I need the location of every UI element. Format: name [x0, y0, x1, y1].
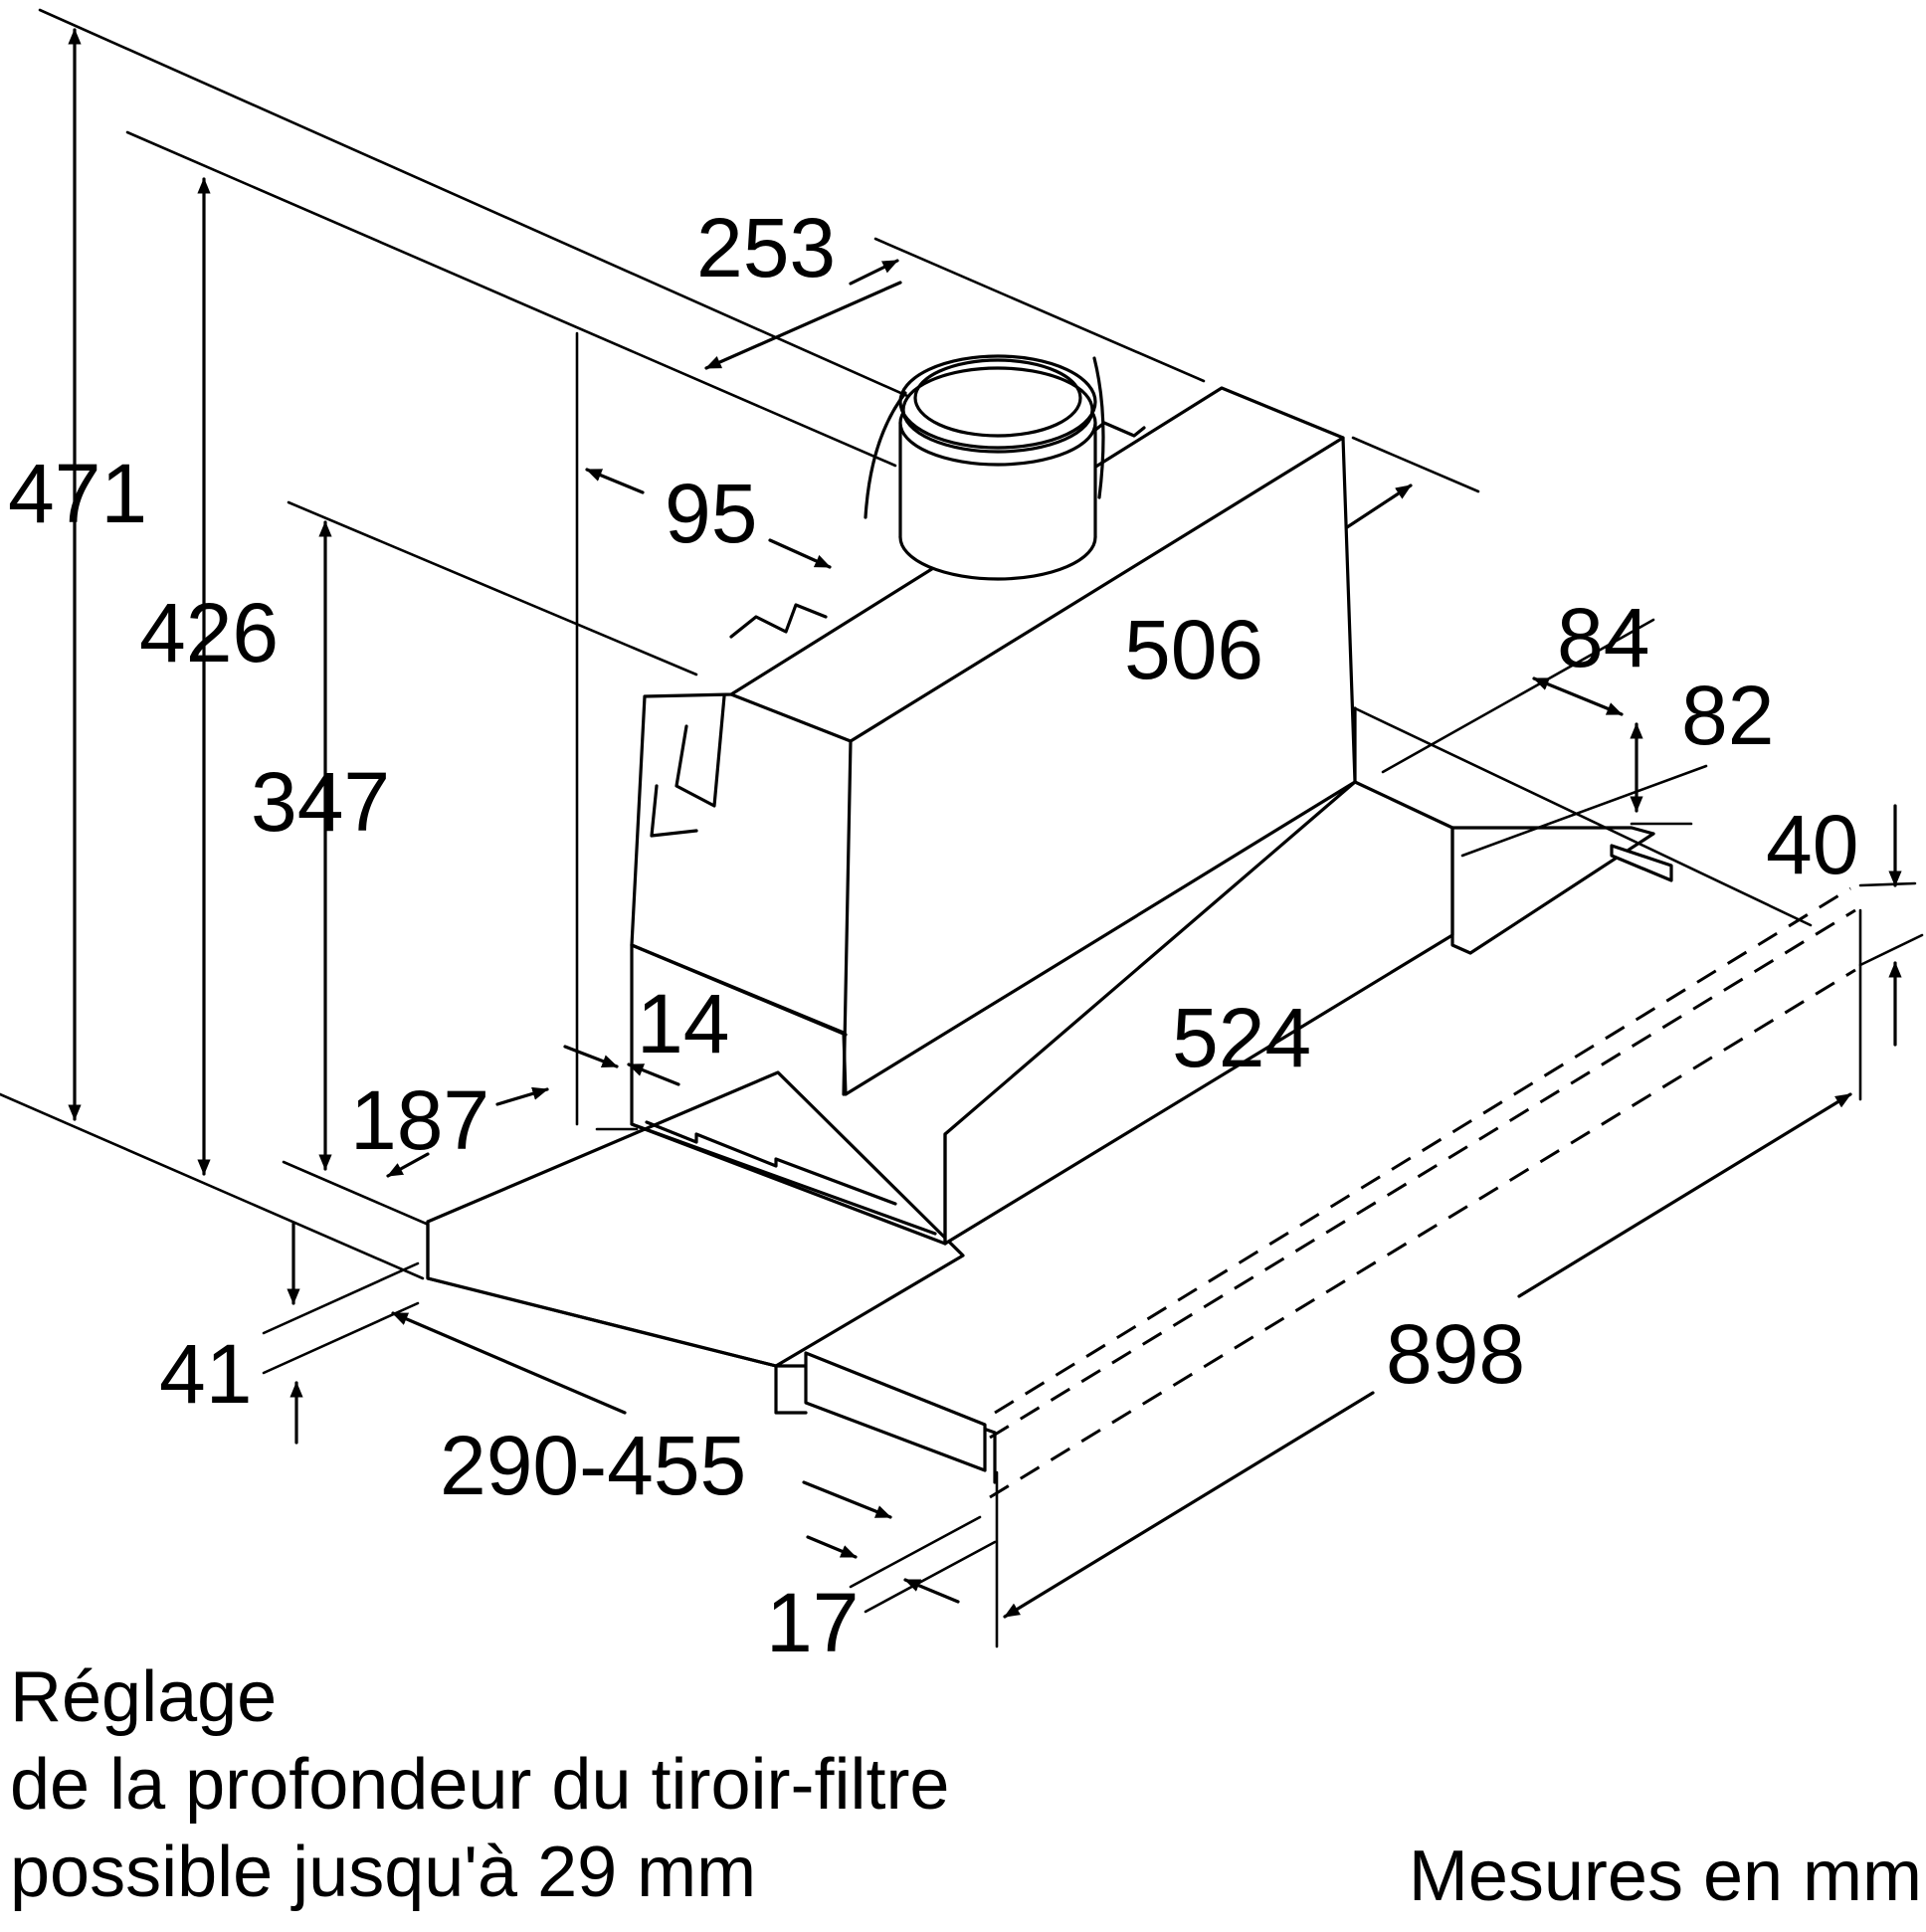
adjustment-note-line2: de la profondeur du tiroir-filtre	[10, 1745, 950, 1825]
hood-body	[426, 354, 1673, 1484]
dim-40: 40	[1766, 798, 1858, 891]
dim-17: 17	[766, 1576, 859, 1669]
dim-14: 14	[637, 977, 729, 1070]
dim-253: 253	[696, 201, 836, 294]
cabinet-outline	[989, 886, 1856, 1499]
dim-82: 82	[1681, 669, 1774, 762]
adjustment-note-line3: possible jusqu'à 29 mm	[10, 1833, 757, 1912]
units-note: Mesures en mm	[1408, 1836, 1922, 1916]
dim-347: 347	[251, 755, 390, 849]
dim-290-455: 290-455	[440, 1419, 746, 1512]
dim-95: 95	[665, 467, 757, 560]
upper-housing	[630, 386, 1357, 1096]
adjustment-note: Réglage de la profondeur du tiroir-filtr…	[10, 1653, 949, 1916]
dim-471: 471	[8, 447, 147, 540]
dim-426: 426	[139, 586, 279, 679]
exhaust-collar	[901, 366, 1094, 454]
adjustment-note-line1: Réglage	[10, 1657, 278, 1737]
dim-898: 898	[1386, 1307, 1525, 1401]
dim-84: 84	[1557, 591, 1649, 684]
drawer-rail	[804, 1351, 987, 1472]
dim-524: 524	[1172, 991, 1311, 1084]
dimension-labels: 471 426 347 253 95 506 84 82 40 14 187 5…	[8, 201, 1858, 1669]
dim-41: 41	[159, 1327, 252, 1421]
dim-506: 506	[1124, 603, 1263, 696]
dim-187: 187	[350, 1073, 489, 1167]
